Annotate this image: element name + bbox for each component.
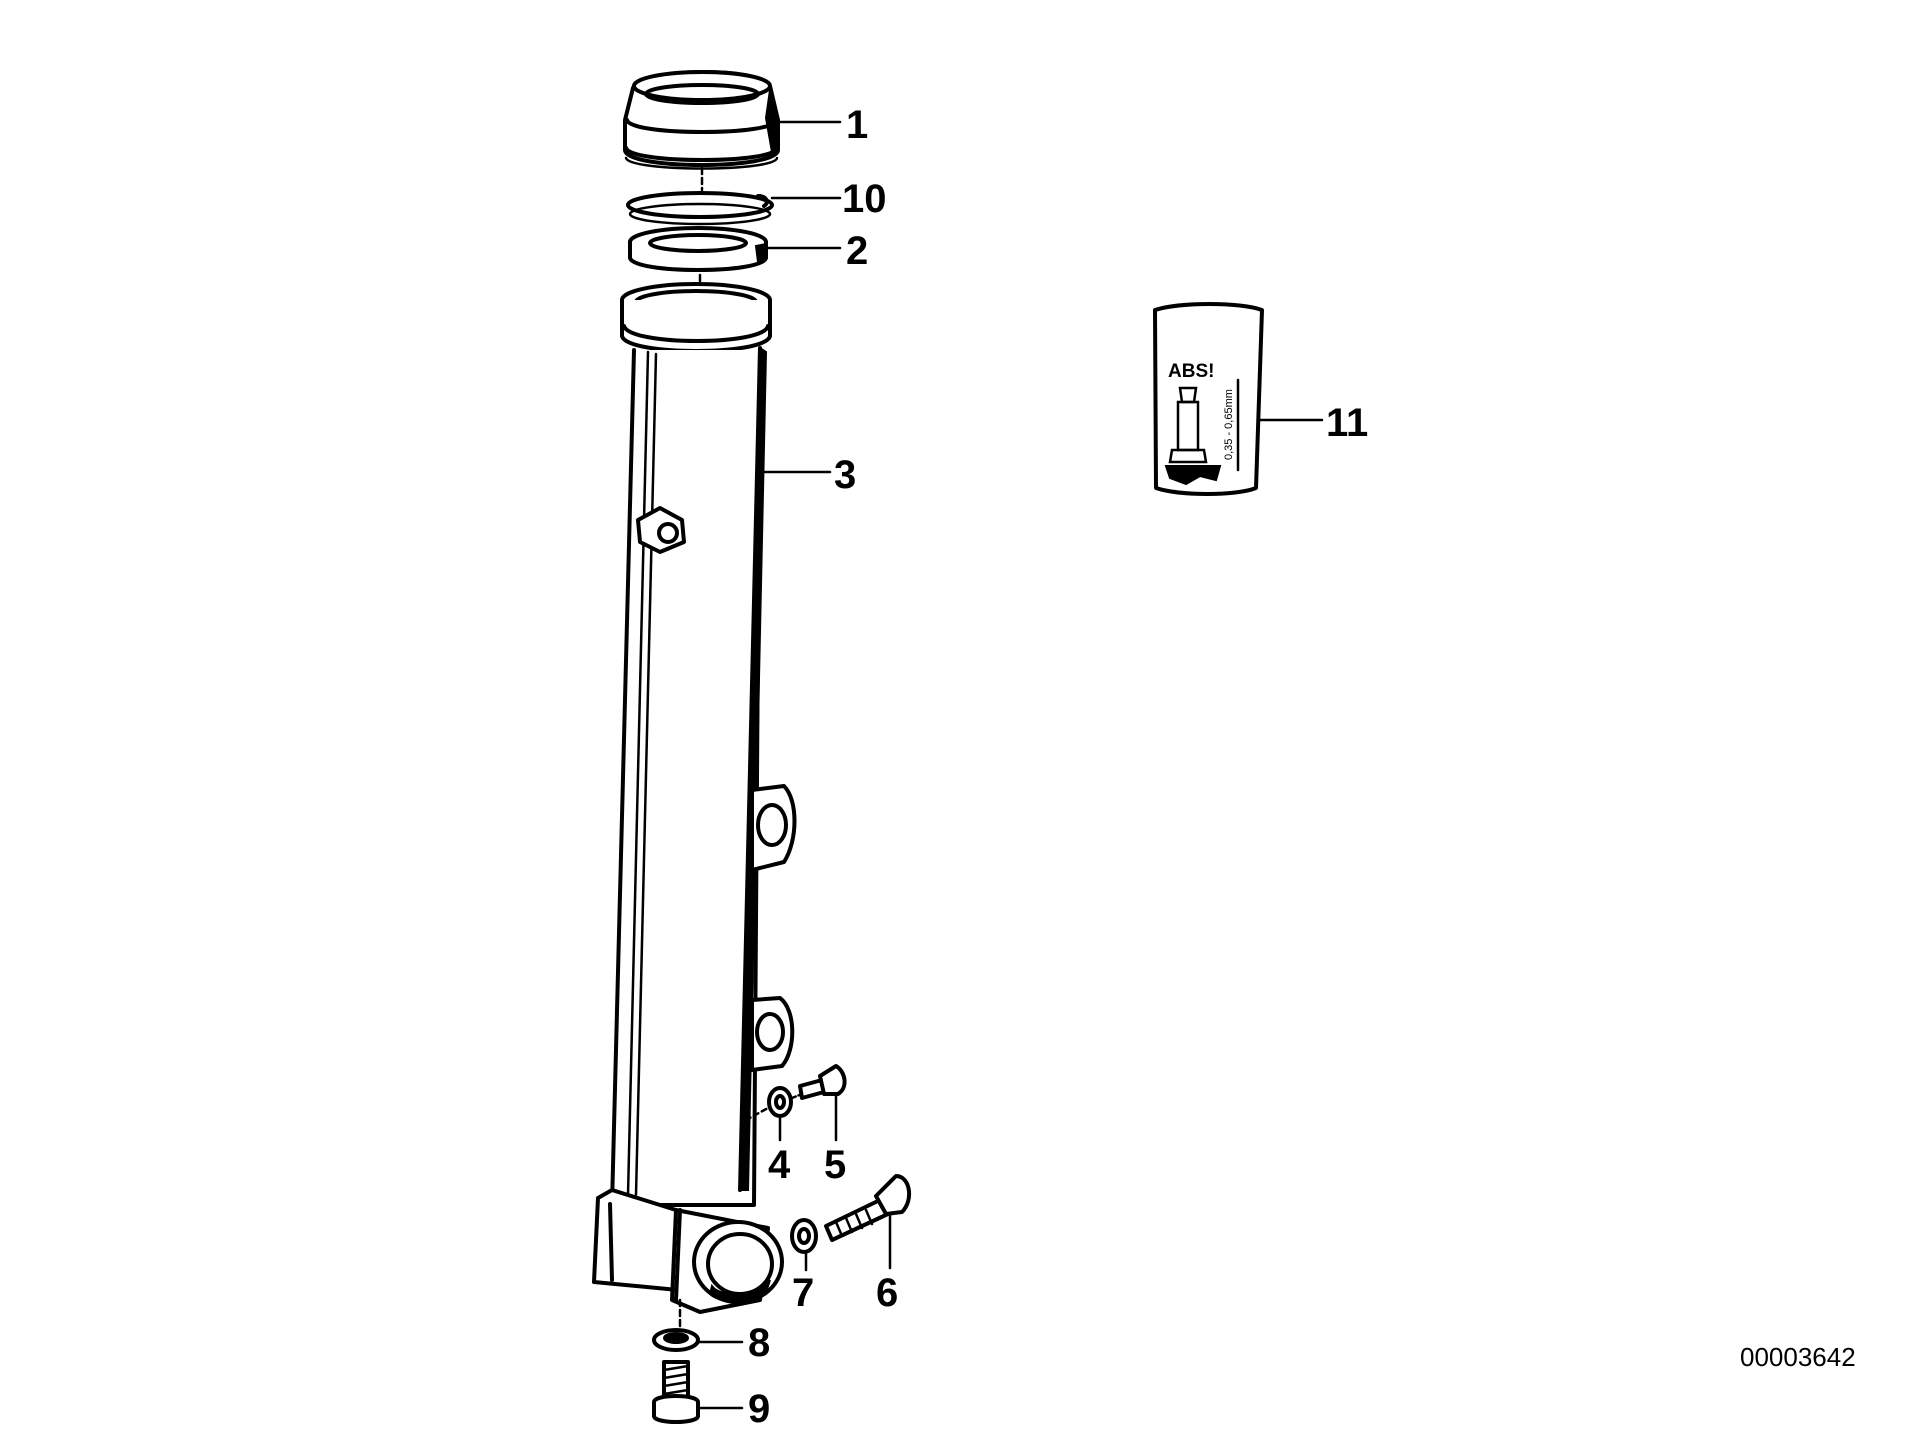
part-7-washer	[790, 1218, 818, 1272]
callout-1: 1	[846, 103, 868, 147]
part-1-seal-cap	[623, 69, 780, 170]
part-6-long-bolt	[824, 1174, 912, 1270]
part-8-washer	[652, 1328, 744, 1352]
callout-6: 6	[876, 1271, 898, 1315]
part-3-slider-tube	[592, 282, 797, 1332]
leader-lines	[762, 120, 1324, 474]
part-4-washer	[744, 1086, 793, 1142]
callout-3: 3	[834, 453, 856, 497]
callout-2: 2	[846, 229, 868, 273]
callout-10: 10	[842, 177, 887, 221]
sticker-measurement: 0,35 - 0,65mm	[1223, 389, 1235, 460]
callout-8: 8	[748, 1321, 770, 1365]
callout-7: 7	[792, 1271, 814, 1315]
callout-5: 5	[824, 1143, 846, 1187]
part-2-seal-ring	[628, 226, 768, 272]
callout-numbers: 1 10 2 3 4 5 6 7 8 9 11	[748, 103, 1368, 1431]
part-9-screw	[652, 1360, 744, 1424]
sticker-heading: ABS!	[1168, 361, 1214, 382]
diagram-reference-number: 00003642	[1740, 1342, 1856, 1372]
callout-11: 11	[1326, 401, 1368, 445]
part-5-small-bolt	[790, 1064, 847, 1142]
callout-9: 9	[748, 1387, 770, 1431]
part-11-abs-sticker: ABS! 0,35 - 0,65mm	[1153, 302, 1264, 496]
callout-4: 4	[768, 1143, 791, 1187]
part-10-circlip	[626, 166, 774, 226]
